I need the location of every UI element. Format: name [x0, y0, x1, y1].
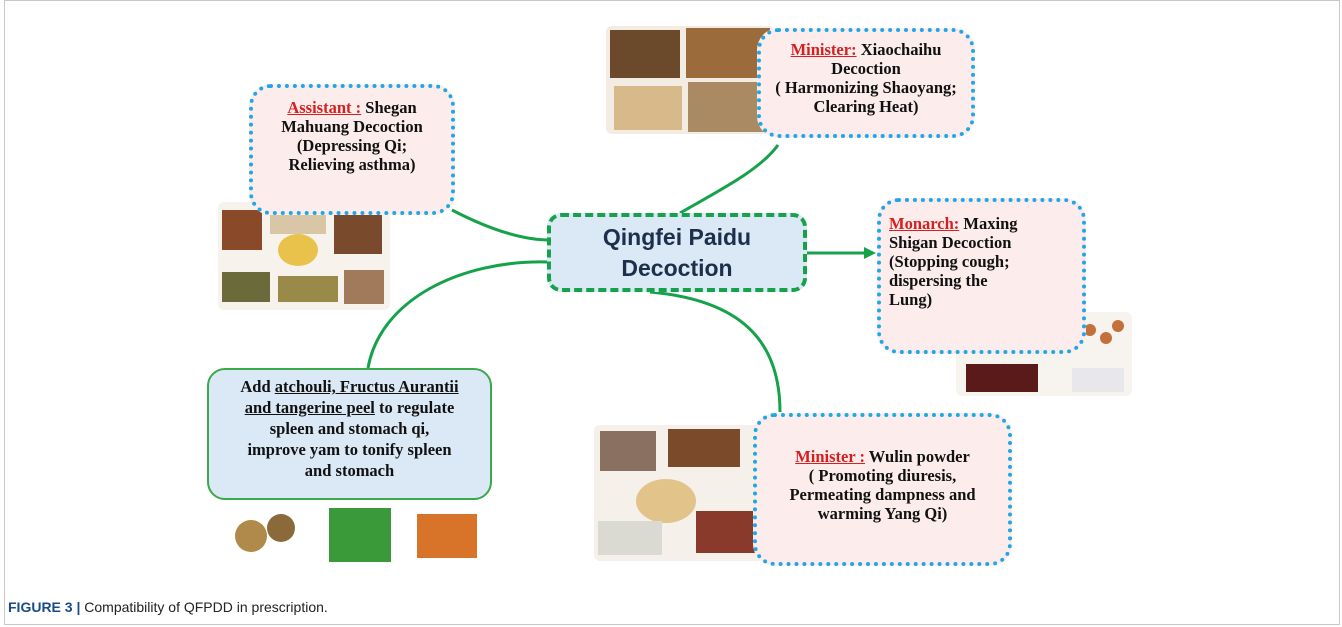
monarch-line2: Shigan Decoction — [889, 233, 1074, 252]
minister-bottom-role: Minister : — [795, 447, 865, 466]
minister-top-line3: ( Harmonizing Shaoyang; — [769, 78, 963, 97]
minister-top-box: Minister: Xiaochaihu Decoction ( Harmoni… — [757, 28, 975, 138]
herb-photos-additions — [229, 506, 483, 564]
center-line2: Decoction — [621, 253, 732, 284]
assistant-role: Assistant : — [287, 98, 361, 117]
assistant-line3: (Depressing Qi; — [263, 136, 441, 155]
monarch-line4: dispersing the — [889, 271, 1074, 290]
link-minister-top — [680, 145, 778, 213]
monarch-line1: Maxing — [959, 214, 1017, 233]
assistant-box: Assistant : Shegan Mahuang Decoction (De… — [249, 84, 455, 215]
minister-bottom-line2: ( Promoting diuresis, — [765, 466, 1000, 485]
minister-top-role: Minister: — [791, 40, 857, 59]
link-assistant — [452, 210, 550, 240]
add-line3: spleen and stomach qi, — [217, 418, 482, 439]
monarch-role: Monarch: — [889, 214, 959, 233]
caption-text: Compatibility of QFPDD in prescription. — [80, 599, 327, 615]
minister-bottom-line4: warming Yang Qi) — [765, 504, 1000, 523]
add-herbs-1: atchouli, Fructus Aurantii — [275, 377, 459, 396]
link-add-box — [368, 262, 547, 368]
minister-top-line4: Clearing Heat) — [769, 97, 963, 116]
add-post1: to regulate — [375, 398, 454, 417]
minister-bottom-line3: Permeating dampness and — [765, 485, 1000, 504]
link-minister-bottom — [650, 292, 780, 412]
caption-label: FIGURE 3 | — [8, 599, 80, 615]
monarch-line5: Lung) — [889, 290, 1074, 309]
minister-top-line1: Xiaochaihu — [857, 40, 942, 59]
minister-bottom-line1: Wulin powder — [865, 447, 970, 466]
monarch-arrowhead — [864, 247, 876, 259]
add-pre: Add — [240, 377, 274, 396]
herb-photos-xiaochaihu — [606, 26, 774, 134]
minister-top-line2: Decoction — [769, 59, 963, 78]
add-line5: and stomach — [217, 460, 482, 481]
monarch-box: Monarch: Maxing Shigan Decoction (Stoppi… — [877, 198, 1086, 354]
add-herbs-2: and tangerine peel — [245, 398, 375, 417]
minister-bottom-box: Minister : Wulin powder ( Promoting diur… — [753, 413, 1012, 566]
assistant-line2: Mahuang Decoction — [263, 117, 441, 136]
center-line1: Qingfei Paidu — [603, 222, 751, 253]
center-node: Qingfei Paidu Decoction — [547, 213, 807, 292]
add-line4: improve yam to tonify spleen — [217, 439, 482, 460]
additions-box: Add atchouli, Fructus Aurantii and tange… — [207, 368, 492, 500]
monarch-line3: (Stopping cough; — [889, 252, 1074, 271]
herb-photos-wulin — [594, 425, 766, 561]
assistant-line4: Relieving asthma) — [263, 155, 441, 174]
assistant-line1: Shegan — [361, 98, 416, 117]
herb-photos-shegan-mahuang — [218, 202, 390, 310]
figure-caption: FIGURE 3 | Compatibility of QFPDD in pre… — [8, 599, 328, 615]
